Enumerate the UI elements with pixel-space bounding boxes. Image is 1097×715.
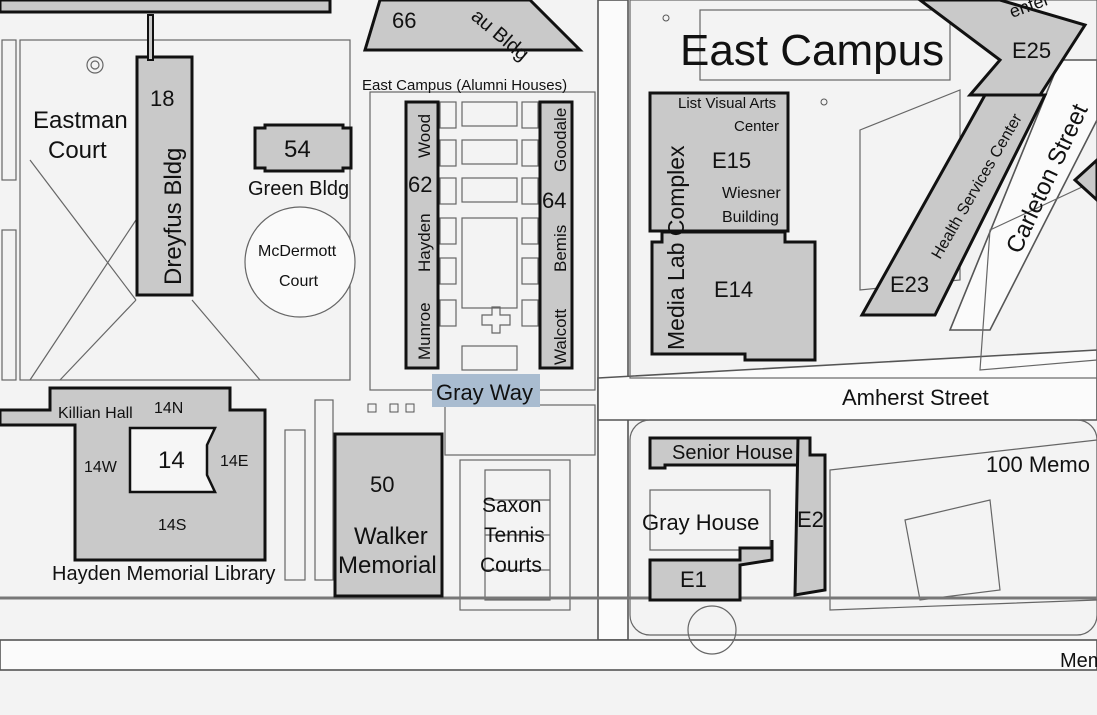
- building-18-number: 18: [150, 86, 174, 111]
- gray-way-label[interactable]: Gray Way: [436, 380, 533, 405]
- courtyard-cross-marker: [481, 306, 511, 334]
- pathways: [0, 0, 1097, 655]
- amherst-street-label: Amherst Street: [842, 385, 989, 410]
- list-visual-label-2: Center: [734, 118, 779, 135]
- building-e14-label: E14: [714, 277, 753, 302]
- building-64-number: 64: [542, 188, 566, 213]
- tennis-courts-area: [459, 459, 571, 611]
- carleton-street-road: [948, 59, 1097, 331]
- building-54-name: Green Bldg: [248, 178, 349, 200]
- hayden-library-label: Hayden Memorial Library: [52, 563, 275, 585]
- building-14w-label: 14W: [84, 459, 118, 476]
- building-e2-label: E2: [797, 507, 824, 532]
- mcdermott-label-2: Court: [279, 273, 319, 290]
- senior-house-label: Senior House: [672, 442, 793, 464]
- east-block-outline: [629, 0, 1097, 379]
- building-54-green[interactable]: [253, 123, 353, 173]
- building-14n-label: 14N: [154, 400, 183, 417]
- building-50-walker[interactable]: [333, 432, 444, 598]
- mcdermott-court[interactable]: [244, 206, 356, 318]
- building-18-name: Dreyfus Bldg: [160, 148, 187, 285]
- bottom-street-label: Mem: [1060, 650, 1097, 672]
- eastman-court-label-2: Court: [48, 137, 107, 164]
- street-network: [0, 0, 1097, 671]
- saxon-label-1: Saxon: [482, 494, 542, 517]
- building-e15-label: E15: [712, 148, 751, 173]
- hayden-label: Hayden: [415, 213, 434, 272]
- building-e2[interactable]: [793, 436, 827, 597]
- building-e14[interactable]: [650, 230, 817, 362]
- wiesner-label-1: Wiesner: [722, 185, 781, 202]
- senior-house-block: [629, 419, 1097, 636]
- building-top-left[interactable]: [0, 0, 332, 14]
- walcott-label: Walcott: [551, 309, 570, 365]
- building-62[interactable]: [404, 100, 440, 370]
- wood-label: Wood: [415, 114, 434, 158]
- north-south-road: [597, 0, 629, 641]
- bemis-label: Bemis: [551, 225, 570, 272]
- building-e23[interactable]: [859, 93, 1048, 317]
- memorial-drive-road: [0, 639, 1097, 671]
- gray-house-label: Gray House: [642, 510, 759, 535]
- area-title: East Campus: [680, 26, 944, 75]
- building-64[interactable]: [538, 100, 574, 370]
- building-66[interactable]: [362, 0, 584, 52]
- gray-way-highlight[interactable]: [432, 374, 540, 407]
- saxon-label-3: Courts: [480, 554, 542, 577]
- goodale-label: Goodale: [551, 108, 570, 172]
- walker-label-1: Walker: [354, 523, 428, 550]
- building-14e-label: 14E: [220, 453, 248, 470]
- buildings: [0, 0, 1097, 602]
- killian-hall-label: Killian Hall: [58, 405, 133, 422]
- building-14s-label: 14S: [158, 517, 186, 534]
- building-54-number: 54: [284, 136, 311, 163]
- building-e23-label: E23: [890, 272, 929, 297]
- building-62-number: 62: [408, 172, 432, 197]
- labels: East Campus East Campus (Alumni Houses) …: [33, 0, 1097, 672]
- media-lab-label: Media Lab Complex: [663, 145, 689, 350]
- list-visual-label-1: List Visual Arts: [678, 95, 776, 112]
- building-50-number: 50: [370, 472, 394, 497]
- building-e1-label: E1: [680, 567, 707, 592]
- mcdermott-label-1: McDermott: [258, 243, 337, 260]
- building-66-number: 66: [392, 8, 416, 33]
- fountain-icon: [86, 56, 104, 74]
- subarea-label: East Campus (Alumni Houses): [362, 77, 567, 94]
- munroe-label: Munroe: [415, 302, 434, 360]
- eastman-court-label-1: Eastman: [33, 107, 128, 134]
- building-e25-label: E25: [1012, 38, 1051, 63]
- walker-label-2: Memorial: [338, 552, 437, 579]
- building-14-label: 14: [158, 447, 185, 474]
- building-e1[interactable]: [648, 540, 774, 602]
- west-block-outline: [19, 39, 351, 381]
- building-14-courtyard: [128, 426, 217, 494]
- memorial-drive-label: 100 Memo: [986, 452, 1090, 477]
- saxon-label-2: Tennis: [484, 524, 545, 547]
- wiesner-label-2: Building: [722, 209, 779, 226]
- small-markers: [367, 14, 828, 413]
- building-18-dreyfus[interactable]: [135, 55, 194, 297]
